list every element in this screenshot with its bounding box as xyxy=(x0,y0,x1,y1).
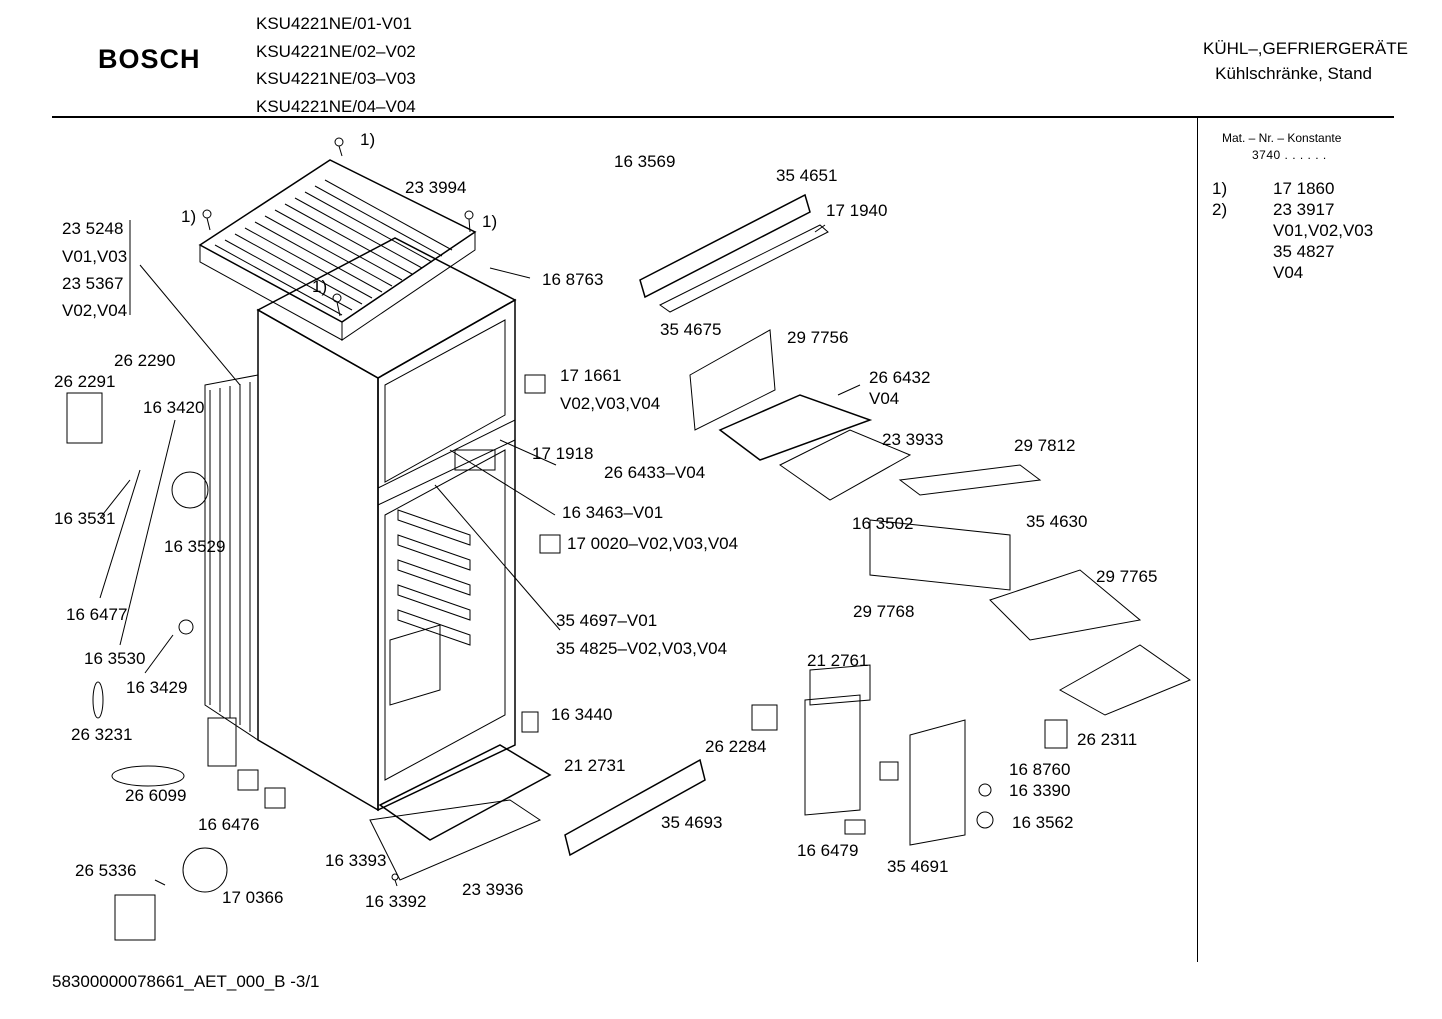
part-label: 26 2311 xyxy=(1077,730,1138,749)
material-title: Mat. – Nr. – Konstante xyxy=(1222,131,1342,145)
material-number: 3740 . . . . . . xyxy=(1252,148,1327,162)
part-label: 29 7768 xyxy=(853,602,915,621)
part-label: 16 6476 xyxy=(198,815,260,834)
model-line: KSU4221NE/04–V04 xyxy=(256,96,416,116)
part-label: 26 3231 xyxy=(71,725,133,744)
condenser-grid xyxy=(204,374,259,741)
part-label: 16 8763 xyxy=(542,270,604,289)
top-cover xyxy=(198,159,477,341)
model-line: KSU4221NE/03–V03 xyxy=(256,69,416,88)
footnote-marker: 1) xyxy=(181,207,197,226)
part-label: 16 6477 xyxy=(66,605,128,624)
part-label: 16 3530 xyxy=(84,649,146,668)
part-label: 16 8760 xyxy=(1009,760,1071,779)
part-label: V02,V04 xyxy=(62,301,128,320)
screw-icons xyxy=(202,137,474,887)
part-label: 23 5248 xyxy=(62,219,124,238)
footnote-value: 23 3917 xyxy=(1273,200,1335,219)
part-label: 16 3463–V01 xyxy=(562,503,664,522)
part-label: V01,V03 xyxy=(62,247,128,266)
part-label: 16 3440 xyxy=(551,705,613,724)
parts-right xyxy=(369,193,1192,881)
cabinet-body xyxy=(256,237,561,812)
part-label: 26 6433–V04 xyxy=(604,463,706,482)
part-label: 23 3936 xyxy=(462,880,524,899)
footnote-marker: 1) xyxy=(482,212,498,231)
part-label: 21 2761 xyxy=(807,651,869,670)
footnote-marker: 1) xyxy=(360,130,376,149)
model-line: KSU4221NE/01-V01 xyxy=(256,14,412,33)
footnote-value: 35 4827 xyxy=(1273,242,1335,261)
part-label: 16 3420 xyxy=(143,398,205,417)
part-label: 35 4691 xyxy=(887,857,949,876)
part-label: 17 1940 xyxy=(826,201,888,220)
footnote-value: V01,V02,V03 xyxy=(1273,221,1374,240)
category-line1: KÜHL–,GEFRIERGERÄTE xyxy=(1203,39,1408,58)
part-label: 29 7812 xyxy=(1014,436,1076,455)
part-label: 26 2290 xyxy=(114,351,176,370)
category-line2: Kühlschränke, Stand xyxy=(1215,64,1372,83)
sidebar-divider xyxy=(1197,118,1198,962)
part-label: 17 0366 xyxy=(222,888,284,907)
part-label: 29 7756 xyxy=(787,328,849,347)
part-label: 23 3994 xyxy=(405,178,467,197)
document-id: 58300000078661_AET_000_B -3/1 xyxy=(52,972,320,991)
model-line: KSU4221NE/02–V02 xyxy=(256,41,416,61)
part-label: 16 3429 xyxy=(126,678,188,697)
part-label: 16 3393 xyxy=(325,851,387,870)
brand-logo: BOSCH xyxy=(98,44,201,74)
footnote-marker: 1) xyxy=(312,277,328,296)
part-label: 26 2284 xyxy=(705,737,767,756)
part-label: 26 5336 xyxy=(75,861,137,880)
leader-lines xyxy=(99,220,861,886)
part-label: 23 3933 xyxy=(882,430,944,449)
part-label: 16 3390 xyxy=(1009,781,1071,800)
footnote-value: 17 1860 xyxy=(1273,179,1335,198)
footnote-mark: 1) xyxy=(1212,179,1228,198)
part-label: 21 2731 xyxy=(564,756,626,775)
part-label: 26 6432 xyxy=(869,368,931,387)
small-components xyxy=(66,374,1068,941)
part-label: 23 5367 xyxy=(62,274,124,293)
part-label: 16 3502 xyxy=(852,514,914,533)
part-label: 35 4651 xyxy=(776,166,838,185)
part-label: 35 4675 xyxy=(660,320,722,339)
model-list: KSU4221NE/01-V01 KSU4221NE/02–V02 KSU422… xyxy=(256,10,416,120)
part-label: 35 4697–V01 xyxy=(556,611,658,630)
part-label: 35 4825–V02,V03,V04 xyxy=(556,639,728,658)
part-label: 26 2291 xyxy=(54,372,116,391)
part-label: 16 6479 xyxy=(797,841,859,860)
part-label: 35 4630 xyxy=(1026,512,1088,531)
category: KÜHL–,GEFRIERGERÄTE Kühlschränke, Stand xyxy=(1203,36,1408,86)
footnote-value: V04 xyxy=(1273,263,1304,282)
part-label: 16 3529 xyxy=(164,537,226,556)
part-label: 16 3569 xyxy=(614,152,676,171)
part-label: V02,V03,V04 xyxy=(560,394,661,413)
part-label: 16 3562 xyxy=(1012,813,1074,832)
part-label: 17 0020–V02,V03,V04 xyxy=(567,534,739,553)
part-label: 26 6099 xyxy=(125,786,187,805)
part-label: 16 3531 xyxy=(54,509,116,528)
part-label: 35 4693 xyxy=(661,813,723,832)
part-label: 29 7765 xyxy=(1096,567,1158,586)
part-label: 16 3392 xyxy=(365,892,427,911)
part-label: 17 1661 xyxy=(560,366,622,385)
part-label: 17 1918 xyxy=(532,444,594,463)
footnote-mark: 2) xyxy=(1212,200,1228,219)
part-label: V04 xyxy=(869,389,900,408)
header-divider xyxy=(52,116,1394,118)
